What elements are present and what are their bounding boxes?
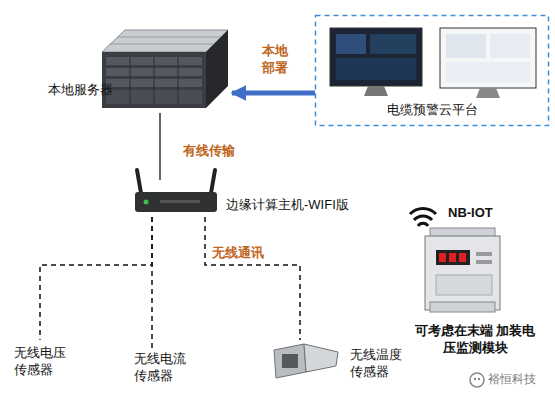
nbiot-module-node: NB-IOT 可考虑在末端 加装电压监测模块 xyxy=(400,196,550,361)
node-text: 无线电压 传感器 xyxy=(14,344,74,378)
platform-illustration xyxy=(446,62,530,82)
platform-illustration xyxy=(316,16,549,126)
edge-label: 有线传输 xyxy=(183,142,253,159)
server-illustration xyxy=(102,30,228,52)
nbiot-device-illustration xyxy=(410,208,500,312)
nbiot-device-illustration xyxy=(476,252,492,256)
nbiot-device-illustration xyxy=(414,216,432,220)
platform-illustration xyxy=(316,16,549,126)
watermark-icon xyxy=(470,373,484,387)
platform-illustration xyxy=(336,58,416,80)
voltage-sensor-node: 无线电压 传感器 xyxy=(12,340,76,382)
nbiot-device-illustration xyxy=(410,208,436,214)
edge-label: 本地 部署 xyxy=(262,42,294,76)
nbiot-device-illustration xyxy=(430,302,495,312)
platform-illustration xyxy=(330,28,422,86)
server-illustration xyxy=(206,30,228,108)
router-illustration xyxy=(137,170,141,193)
watermark-icon xyxy=(474,378,476,380)
router-illustration xyxy=(160,200,200,203)
temperature-sensor-illustration xyxy=(282,354,298,368)
node-text: 边缘计算主机-WIFI版 xyxy=(226,196,360,213)
nbiot-device-illustration xyxy=(459,253,466,262)
platform-illustration xyxy=(370,34,416,54)
watermark-icon xyxy=(470,373,484,387)
current-sensor-node: 无线电流 传感器 xyxy=(132,348,196,386)
router-illustration xyxy=(144,200,149,205)
platform-illustration xyxy=(490,34,530,58)
nbiot-device-illustration xyxy=(425,236,500,310)
edge-host-node: 边缘计算主机-WIFI版 xyxy=(130,180,360,217)
temperature-sensor-illustration xyxy=(274,344,338,378)
node-text: NB-IOT xyxy=(448,204,518,221)
node-text: 可考虑在末端 加装电压监测模块 xyxy=(410,322,540,356)
node-text: 本地服务器 xyxy=(48,81,128,98)
watermark-icon xyxy=(478,378,480,380)
router-illustration xyxy=(135,192,217,212)
wireless-link xyxy=(151,217,153,348)
platform-illustration xyxy=(364,86,388,96)
server-node: 本地服务器 xyxy=(40,25,230,113)
nbiot-device-illustration xyxy=(436,250,470,265)
platform-illustration xyxy=(476,88,500,98)
router-illustration xyxy=(135,170,217,212)
watermark: 裕恒科技 xyxy=(488,372,536,387)
deploy-arrow xyxy=(232,91,315,96)
wired-link xyxy=(159,113,161,180)
server-illustration xyxy=(102,30,228,108)
server-illustration xyxy=(178,57,179,104)
temperature-sensor-illustration xyxy=(304,344,338,372)
temperature-sensor-illustration xyxy=(274,344,306,378)
nbiot-device-illustration xyxy=(476,260,492,264)
cloud-platform-box: 电缆预警云平台 xyxy=(315,15,549,126)
node-text: 无线电流 传感器 xyxy=(134,350,194,384)
router-illustration xyxy=(211,170,215,193)
nbiot-device-illustration xyxy=(418,223,428,226)
platform-illustration xyxy=(336,34,366,54)
nbiot-device-illustration xyxy=(439,253,446,262)
server-illustration xyxy=(102,52,206,108)
server-illustration xyxy=(154,57,155,104)
node-text: 电缆预警云平台 xyxy=(315,101,549,118)
edge-label: 无线通讯 xyxy=(212,244,282,261)
server-illustration xyxy=(117,37,221,38)
nbiot-device-illustration xyxy=(436,275,492,295)
wireless-link xyxy=(205,217,300,340)
platform-illustration xyxy=(446,34,486,58)
temperature-sensor-node: 无线温度 传感器 xyxy=(270,340,404,382)
wireless-link xyxy=(40,217,152,340)
server-illustration xyxy=(130,57,131,104)
node-text: 无线温度 传感器 xyxy=(350,346,410,380)
server-illustration xyxy=(110,44,214,45)
nbiot-device-illustration xyxy=(449,253,456,262)
platform-illustration xyxy=(440,28,536,88)
